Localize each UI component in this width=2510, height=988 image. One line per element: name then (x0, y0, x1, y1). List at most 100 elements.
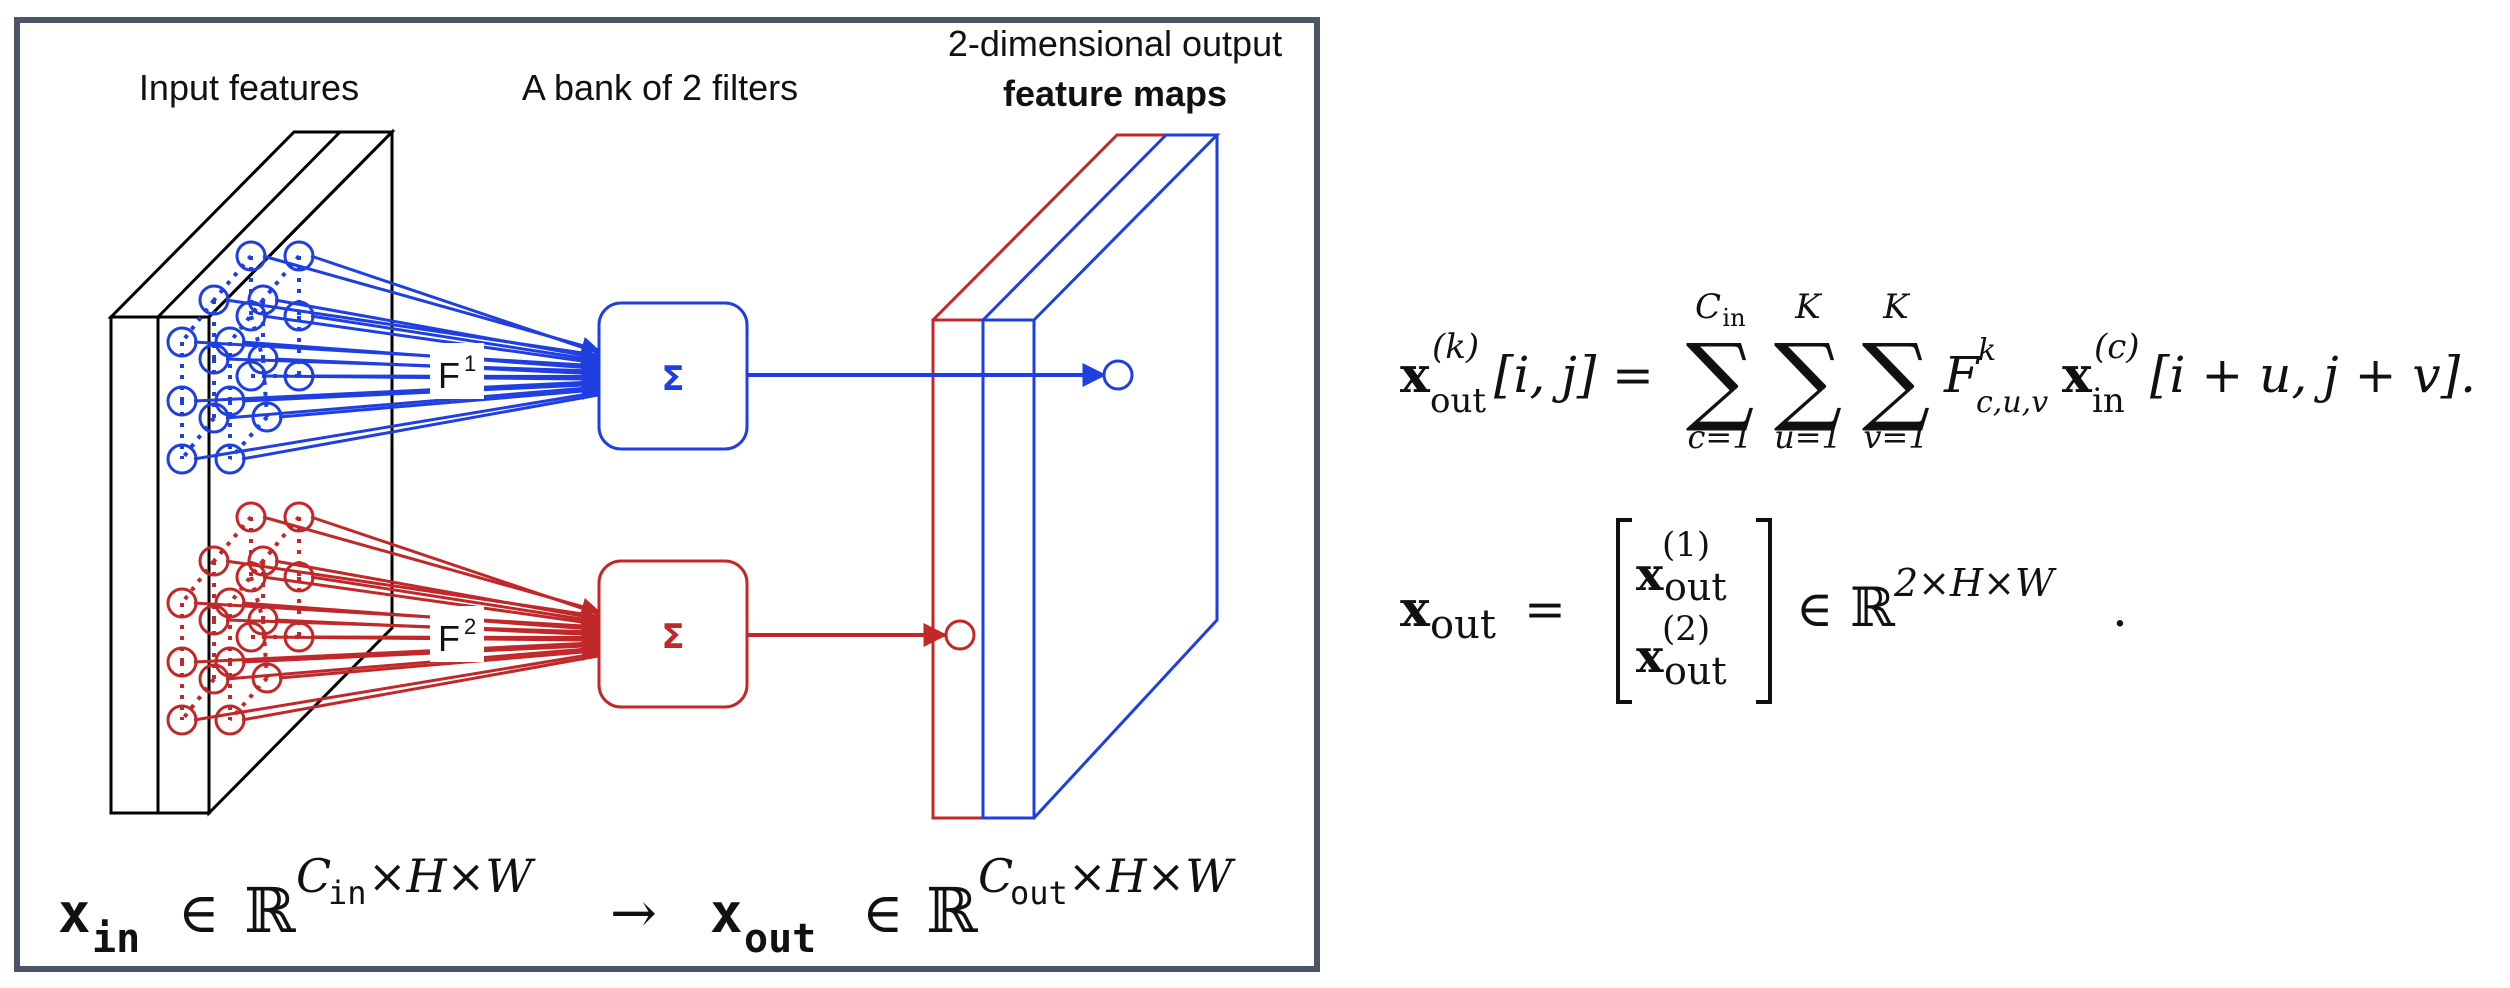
input-neuron (198, 284, 230, 316)
filter-2-connection (310, 515, 599, 616)
conv-lhs-sup: (k) (1432, 327, 1479, 367)
filter-2-connection (193, 634, 600, 664)
bottom-eq-in-1: ∈ (178, 881, 219, 946)
stack-row-1-sup: (1) (1662, 525, 1710, 565)
stack-row-1-sub: out (1664, 565, 1727, 609)
output-neuron-1 (1102, 359, 1134, 391)
input-neuron (214, 704, 246, 736)
output-map-2-top-edge (931, 133, 1166, 322)
filter-1-receptive-field (166, 240, 600, 475)
sum-1-symbol: ∑ (1686, 323, 1755, 435)
filter-1-connection (225, 385, 599, 420)
bottom-eq-exp1-Csub: in (328, 874, 367, 912)
input-neuron (235, 240, 267, 272)
sum-1-upper: C (1695, 287, 1721, 327)
lattice-link (228, 559, 265, 605)
input-neuron (166, 587, 198, 619)
bottom-eq-exp2-rest: ×H×W (1068, 849, 1236, 903)
input-neuron (283, 501, 315, 533)
sum-2-symbol: ∑ (1774, 323, 1843, 435)
sigma-icon: Σ (661, 617, 684, 657)
sum-node-1: Σ (597, 301, 749, 451)
filter-2-connection (193, 651, 599, 722)
conv-filter-var: F (1943, 346, 1981, 404)
header-input-features: Input features (139, 67, 359, 108)
stack-row-2-var: x (1636, 629, 1664, 683)
bottom-eq-in-2: ∈ (862, 881, 903, 946)
input-neuron (235, 621, 267, 653)
left-bracket (1616, 518, 1632, 704)
filter-2-connection (274, 559, 600, 625)
input-neuron (198, 402, 230, 434)
bottom-eq-xin-var: x (58, 882, 91, 945)
conv-rhs-sub: in (2092, 381, 2125, 421)
bottom-eq-exp1-C: C (296, 849, 331, 903)
lattice-link (212, 254, 253, 302)
input-neuron (214, 443, 246, 475)
filter-1-name: F (438, 355, 460, 396)
lattice-link (180, 559, 216, 605)
filter-1-connection (310, 254, 599, 355)
stack-lhs-sub: out (1430, 602, 1496, 648)
convolution-equation: x out (k) [i, j] = ∑ C in c=1 ∑ K u=1 ∑ … (1400, 287, 2476, 456)
conv-lhs-sub: out (1430, 381, 1486, 421)
input-neuron (247, 545, 279, 577)
bottom-eq-xout-sub: out (744, 916, 816, 962)
bottom-eq-exp1-rest: ×H×W (368, 849, 536, 903)
filter-2-label-bg (430, 606, 484, 662)
input-neuron (166, 385, 198, 417)
stack-row-2-sub: out (1664, 649, 1727, 693)
filter-2-connection (310, 575, 599, 624)
header-filter-bank: A bank of 2 filters (522, 67, 798, 108)
filter-1-connection (278, 382, 600, 419)
stack-exponent: 2×H×W (1893, 561, 2057, 605)
sum-node-2: Σ (597, 559, 749, 709)
output-map-1-front (981, 318, 1036, 820)
conv-equals: = (1612, 346, 1654, 404)
sum-2-lower: u=1 (1774, 418, 1842, 456)
bottom-eq-exp2-Csub: out (1010, 874, 1068, 912)
filter-1-index: 1 (464, 351, 476, 376)
sum-1-upper-sub: in (1722, 304, 1745, 332)
lattice-link (261, 515, 301, 563)
input-neuron (166, 443, 198, 475)
lattice-link (261, 254, 301, 302)
stack-equals: = (1524, 580, 1566, 638)
sum-3-lower: v=1 (1863, 418, 1928, 456)
sum-3-upper: K (1882, 287, 1911, 327)
filter-2-index: 2 (464, 614, 476, 639)
filter-1-label-bg (430, 343, 484, 399)
input-neuron (198, 663, 230, 695)
input-neuron (251, 662, 283, 694)
conv-filter-sup: k (1978, 333, 1996, 368)
filter-1-connection (274, 298, 600, 364)
bottom-eq-xin-sub: in (92, 916, 140, 962)
sum-1-lower: c=1 (1687, 418, 1752, 456)
stack-row-2-sup: (2) (1662, 609, 1710, 649)
lattice-link (249, 576, 265, 621)
conv-rhs-index: [i + u, j + v]. (2150, 346, 2476, 404)
stack-lhs-var: x (1400, 579, 1431, 638)
filter-2-label: F 2 (430, 606, 484, 662)
input-neuron (166, 326, 198, 358)
input-neuron (283, 300, 315, 332)
stack-reals: ℝ (1850, 576, 1896, 639)
conv-lhs-var: x (1400, 345, 1431, 404)
conv-lhs-index: [i, j] (1494, 346, 1597, 404)
input-neuron (247, 604, 279, 636)
stack-period: . (2112, 580, 2128, 638)
bottom-eq-exp2-C: C (978, 849, 1013, 903)
stack-row-1-var: x (1636, 547, 1664, 601)
input-block-top-divider (156, 130, 342, 319)
input-neuron (235, 300, 267, 332)
bottom-eq-reals-2: ℝ (926, 874, 978, 947)
input-neuron (198, 604, 230, 636)
filter-1-connection (310, 314, 599, 363)
header-output-line1: 2-dimensional output (948, 23, 1282, 64)
input-neuron (251, 401, 283, 433)
input-neuron (214, 646, 246, 678)
lattice-link (249, 315, 265, 360)
output-feature-maps (931, 133, 1221, 820)
input-neuron (214, 385, 246, 417)
